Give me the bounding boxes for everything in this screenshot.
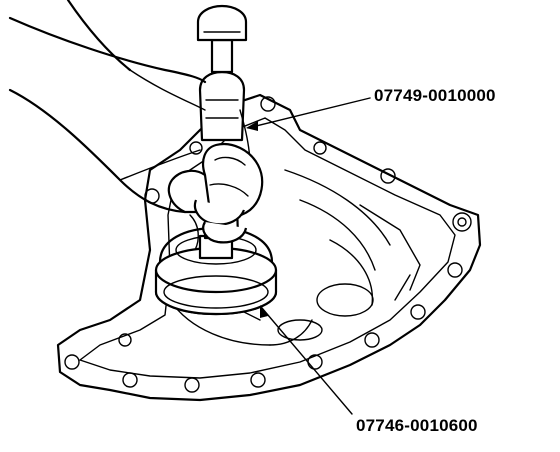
attachment-tool (154, 226, 278, 316)
leader-line-driver (247, 97, 371, 129)
leader-line-attachment (261, 307, 353, 415)
arrowhead-driver (246, 121, 258, 131)
hand-and-arm (8, 0, 264, 244)
part-number-attachment: 07746-0010600 (356, 416, 478, 435)
arrowhead-attachment (260, 305, 268, 318)
leader-lines (246, 97, 371, 415)
part-number-driver-handle: 07749-0010000 (374, 86, 496, 105)
